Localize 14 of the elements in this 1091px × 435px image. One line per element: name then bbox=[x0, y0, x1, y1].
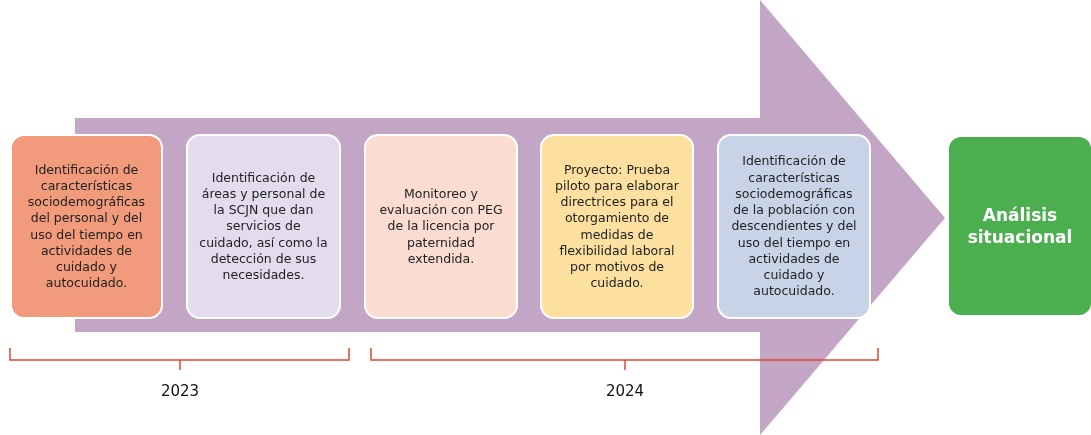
step-text: Identificación de características sociodemográficas de la población con descendientes y del uso del tiempo en actividades de cuidado y autocuidado. bbox=[730, 153, 858, 300]
step-box bbox=[10, 134, 163, 319]
step-box bbox=[947, 135, 1091, 317]
year-label: 2024 bbox=[605, 382, 645, 400]
year-label: 2023 bbox=[160, 382, 200, 400]
step-box bbox=[717, 134, 871, 319]
step-box bbox=[186, 134, 341, 319]
step-box bbox=[364, 134, 518, 319]
step-text: Identificación de características sociodemográficas del personal y del uso del tiempo en actividades de cuidado y autocuidado. bbox=[26, 161, 147, 292]
step-text: Monitoreo y evaluación con PEG de la licencia por paternidad extendida. bbox=[378, 185, 504, 268]
step-text: Análisis situacional bbox=[966, 203, 1074, 249]
step-text: Proyecto: Prueba piloto para elaborar directrices para el otorgamiento de medidas de flexibilidad laboral por motivos de cuidado. bbox=[554, 161, 680, 292]
step-text: Identificación de áreas y personal de la SCJN que dan servicios de cuidado, así como la detección de sus necesidades. bbox=[198, 169, 329, 284]
step-box bbox=[540, 134, 694, 319]
